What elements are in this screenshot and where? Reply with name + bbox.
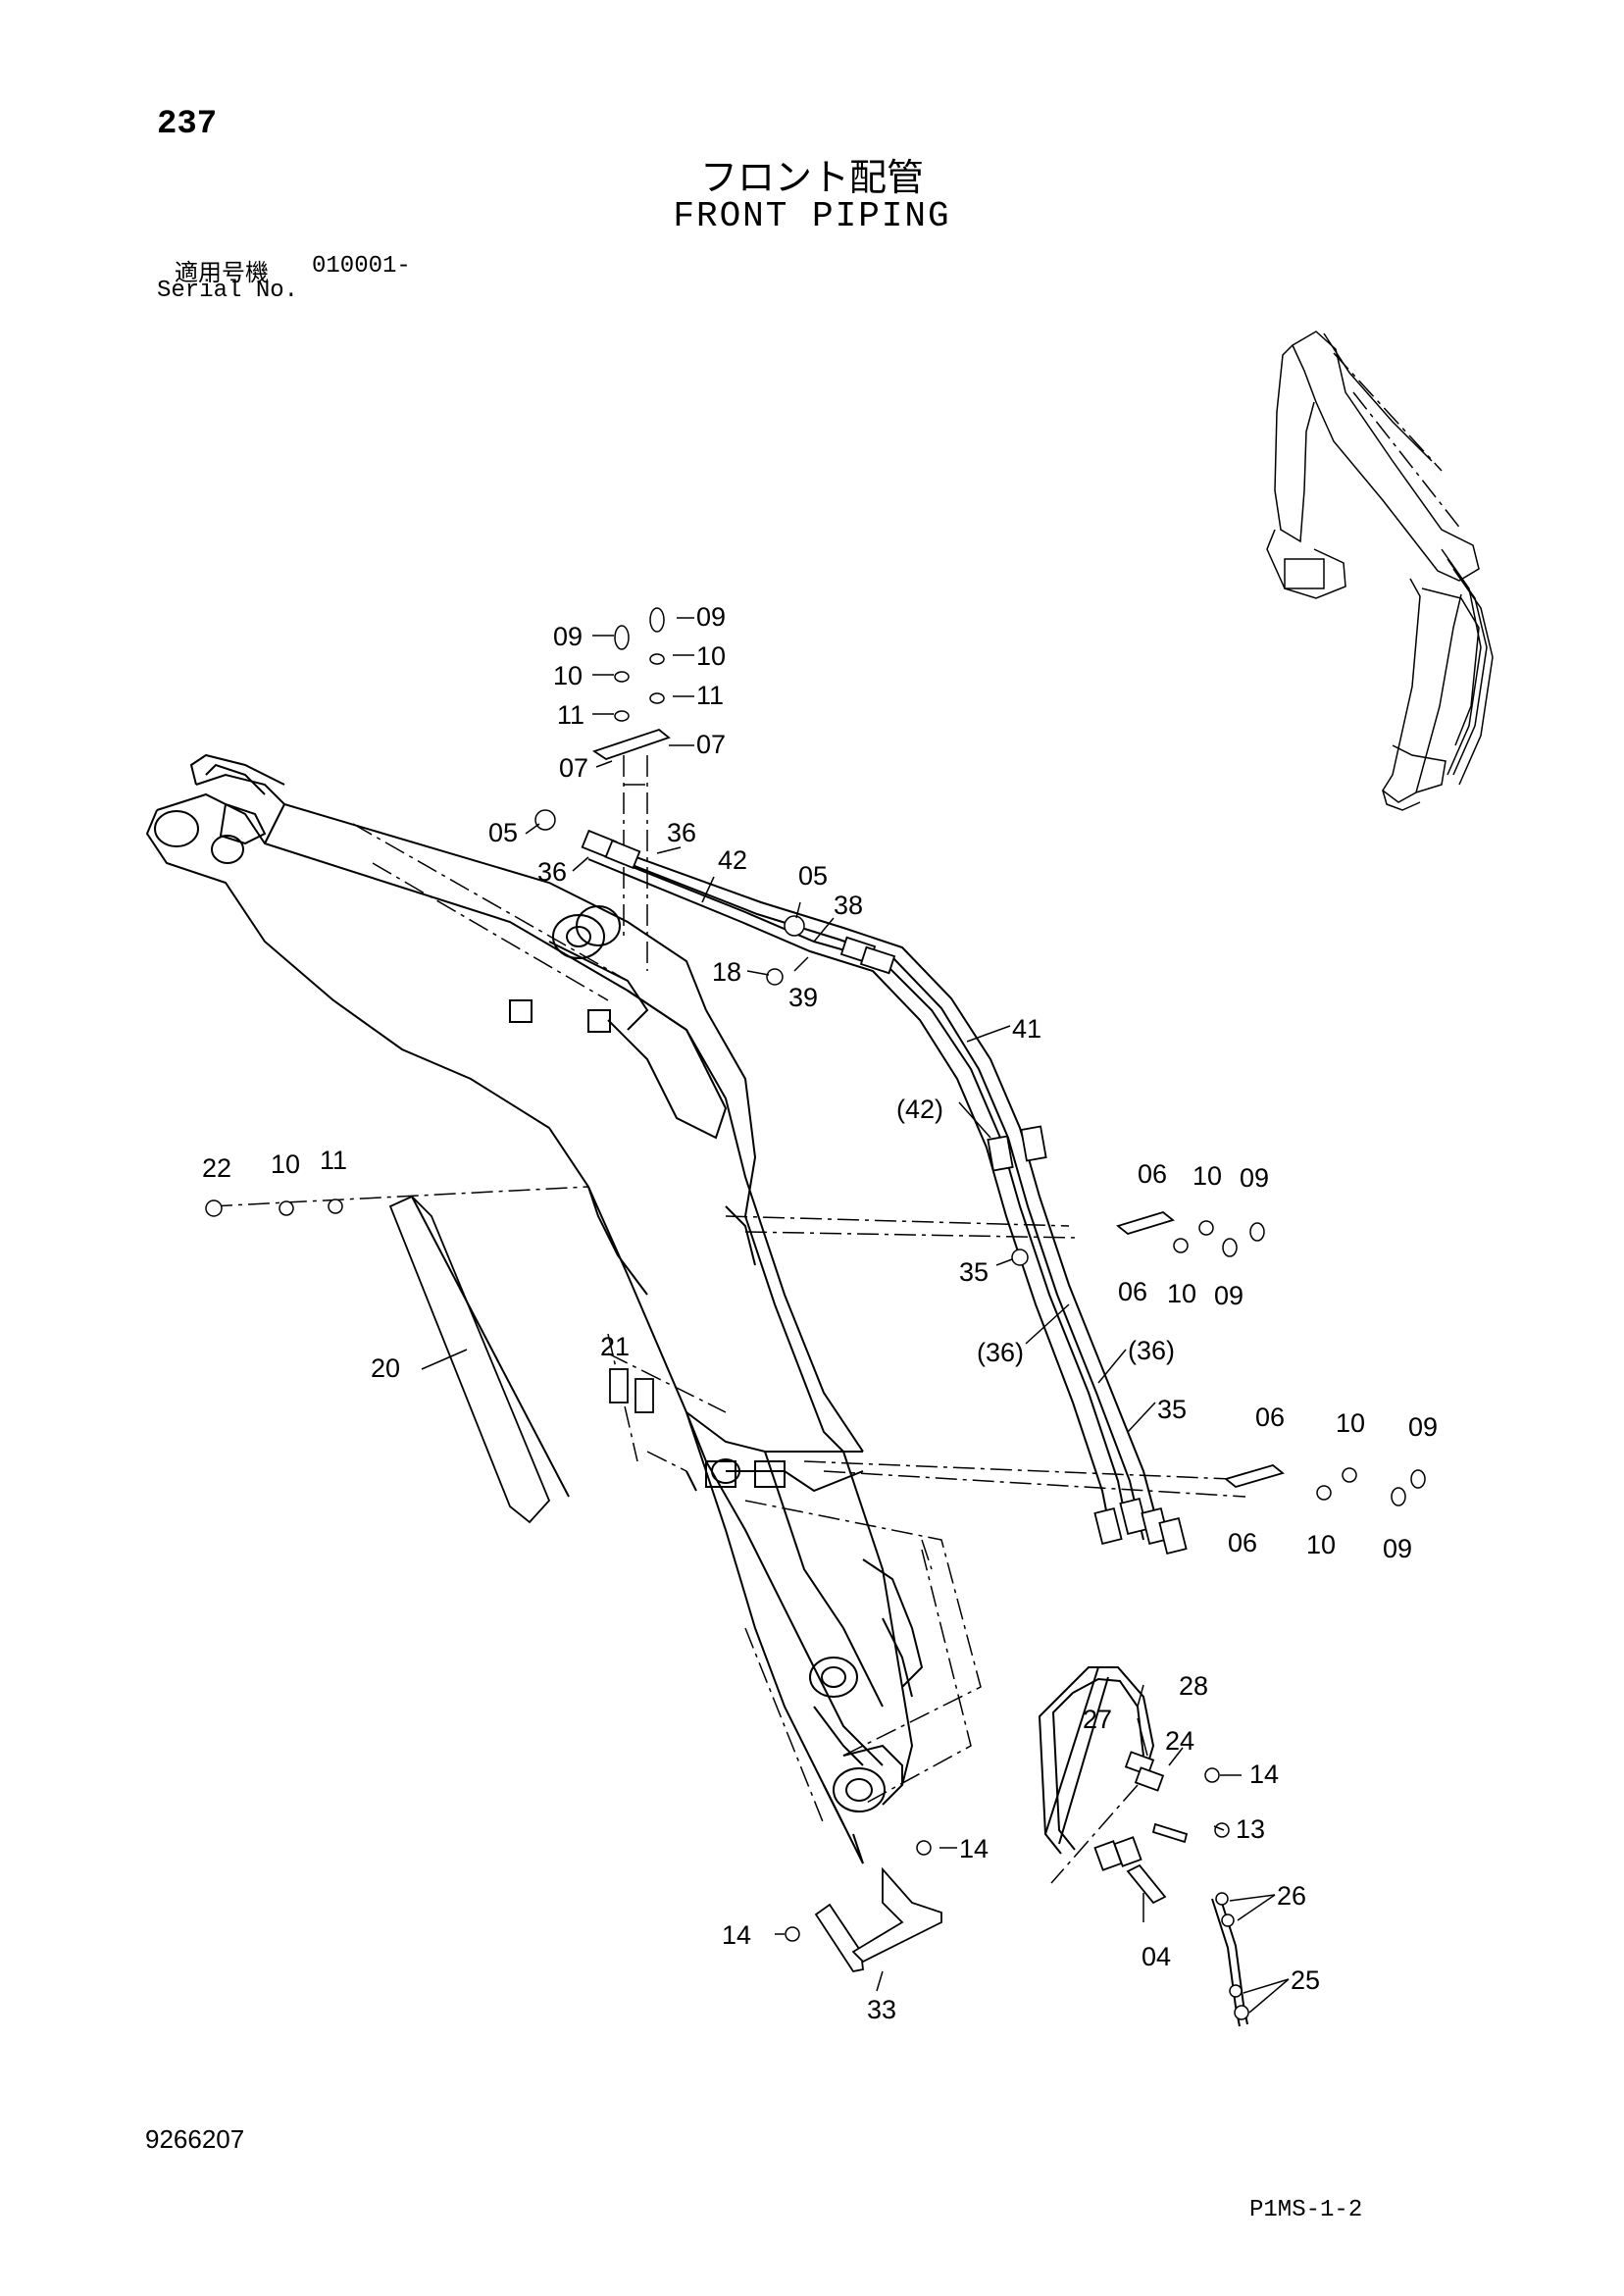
callout-10: 10 — [553, 661, 583, 690]
callout-25: 25 — [1291, 1965, 1320, 1995]
callout-09: 09 — [1214, 1281, 1243, 1310]
callout-33: 33 — [867, 1995, 896, 2024]
callout-18: 18 — [712, 957, 741, 987]
front-piping — [581, 829, 1188, 1871]
serial-label: Serial No. — [157, 278, 299, 304]
callout-09: 09 — [696, 602, 726, 632]
callout-24: 24 — [1165, 1726, 1194, 1756]
callout-13: 13 — [1236, 1814, 1265, 1844]
callout-42: 42 — [718, 845, 747, 875]
callout-38: 38 — [834, 891, 863, 920]
callout-06: 06 — [1138, 1159, 1167, 1189]
leader-lines — [421, 617, 1290, 2014]
brackets-hardware — [205, 607, 1426, 2027]
serial-code: 010001- — [312, 253, 411, 280]
sheet-code: P1MS-1-2 — [1249, 2197, 1363, 2223]
reference-lines — [210, 755, 1246, 1884]
serial-label-japanese: 適用号機 — [175, 259, 269, 286]
callout-11: 11 — [557, 700, 584, 730]
callout-10: 10 — [1306, 1530, 1336, 1559]
callout-10: 10 — [1193, 1161, 1222, 1191]
callout-11: 11 — [696, 681, 724, 710]
callout-36: (36) — [977, 1338, 1024, 1367]
callout-22: 22 — [202, 1153, 231, 1183]
callout-41: 41 — [1012, 1014, 1041, 1044]
callout-05: 05 — [488, 818, 518, 847]
callout-09: 09 — [1383, 1534, 1412, 1563]
callout-21: 21 — [600, 1332, 630, 1361]
callout-35: 35 — [959, 1257, 989, 1287]
callout-14: 14 — [959, 1834, 989, 1863]
page-title-japanese: フロント配管 — [699, 156, 924, 199]
callout-10: 10 — [696, 641, 726, 671]
callout-14: 14 — [722, 1920, 751, 1950]
callout-09: 09 — [1408, 1412, 1438, 1442]
page-title: FRONT PIPING — [673, 196, 951, 236]
boom-assembly — [145, 753, 924, 1864]
callout-36: 36 — [667, 818, 696, 847]
callout-07: 07 — [696, 730, 726, 759]
callout-07: 07 — [559, 753, 588, 783]
callout-05: 05 — [798, 861, 828, 891]
callout-06: 06 — [1255, 1403, 1285, 1432]
callout-28: 28 — [1179, 1671, 1208, 1701]
callout-04: 04 — [1142, 1942, 1171, 1971]
callout-10: 10 — [1336, 1408, 1365, 1438]
callout-11: 11 — [320, 1146, 347, 1175]
callout-06: 06 — [1118, 1277, 1147, 1306]
callout-36: (36) — [1128, 1336, 1175, 1365]
callout-26: 26 — [1277, 1881, 1306, 1911]
callout-09: 09 — [1240, 1163, 1269, 1193]
callout-20: 20 — [371, 1353, 400, 1383]
callout-36: 36 — [537, 857, 567, 887]
drawing-number: 9266207 — [145, 2124, 245, 2154]
machine-overview-thumbnail — [1266, 331, 1494, 811]
callout-06: 06 — [1228, 1528, 1257, 1557]
callout-09: 09 — [553, 622, 583, 651]
callout-10: 10 — [1167, 1279, 1196, 1308]
callout-14: 14 — [1249, 1760, 1279, 1789]
callout-labels: 09 09 10 10 11 11 07 07 05 36 36 42 05 3… — [202, 602, 1438, 2024]
page-number: 237 — [157, 106, 218, 143]
callout-39: 39 — [788, 983, 818, 1012]
callout-10: 10 — [271, 1149, 300, 1179]
callout-35: 35 — [1157, 1395, 1187, 1424]
callout-27: 27 — [1083, 1705, 1112, 1734]
callout-42: (42) — [896, 1095, 943, 1124]
